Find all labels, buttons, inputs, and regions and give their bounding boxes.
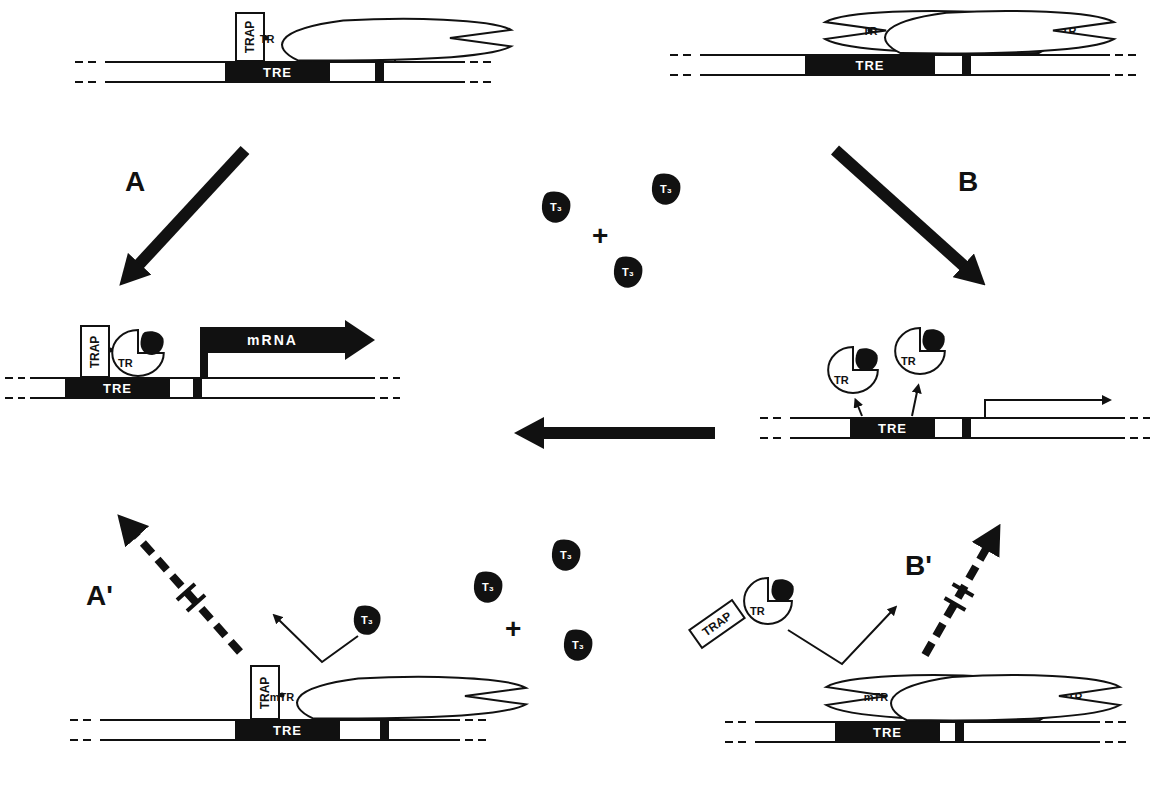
shape-label: TRAP [89,335,101,368]
shape-label: TR [901,356,916,367]
receptor-shape: mTR [876,672,1130,722]
hormone-blob: T₃ [472,570,504,604]
shape-label: TRE [873,726,902,739]
shape-outline [870,8,1124,55]
response-element: TRE [65,378,170,398]
shape-label: TRAP [259,676,271,709]
receptor-shape: TR T₃ [742,576,794,626]
shape-label: TR [118,358,133,369]
receptor-shape: TR T₃ [826,345,880,395]
hormone-blob: T₃ [139,330,165,356]
shape-label: T₃ [560,550,572,561]
shape-path [200,320,375,360]
shape-label: T₃ [861,354,873,365]
shape-path [141,331,164,355]
response-element: TRE [225,62,330,82]
shape-label: TRE [263,66,292,79]
shape-path [895,328,945,374]
dna-strands [5,55,1150,742]
hormone-blob: T₃ [612,255,644,289]
shape-path [652,174,681,205]
shape-label: T₃ [146,338,158,349]
hormone-blob: T₃ [352,604,382,636]
promoter-boxes [193,55,971,742]
shape-path [891,675,1120,720]
shape-path [771,579,793,602]
shape-label: mTR [864,692,888,703]
hormone-blob: T₃ [854,347,879,372]
shape-label: TRAP [244,21,256,54]
shape-label: T₃ [482,582,494,593]
diagram-label: B [958,168,978,196]
hormone-blob: T₃ [550,538,582,572]
shape-label: TR [834,375,849,386]
shape-label: TRE [273,724,302,737]
diagram-label: A [125,168,145,196]
hormone-blob: T₃ [770,578,795,603]
shape-label: TRE [878,422,907,435]
receptor-shape: mTR [282,674,536,720]
receptor-shape: TR [267,16,521,62]
receptor-shape: TR T₃ [893,326,947,376]
shape-label: T₃ [622,267,634,278]
shape-path [564,630,593,661]
shape-path [885,11,1114,54]
binding-dots [108,28,873,698]
trap-box: TRAP [688,599,746,650]
shape-path [297,677,526,719]
shape-outline [267,16,521,62]
shape-path [855,348,877,371]
shape-label: TRE [103,382,132,395]
diagram-label: + [592,222,608,250]
diagram-label: B' [905,552,932,580]
diagram-label: + [505,615,521,643]
shape-path [474,572,503,603]
shape-label: T₃ [660,184,672,195]
shape-label: TR [863,26,878,37]
binding-arrows [279,392,917,664]
shape-label: T₃ [361,615,373,626]
shape-label: TR [260,34,275,45]
response-element: TRE [850,418,935,438]
hormone-blob: T₃ [562,628,594,662]
shape-path [828,347,878,393]
shape-path [542,192,571,223]
response-element: TRE [805,55,935,75]
shape-path [282,19,511,61]
shape-label: TRAP [700,610,734,639]
response-element: TRE [235,720,340,740]
shape-label: mTR [270,692,294,703]
diagram-label: A' [86,582,113,610]
pathway-arrows [137,150,986,655]
receptor-shape: TR [870,8,1124,55]
hormone-blob: T₃ [650,172,682,206]
hormone-blob: T₃ [921,328,946,353]
shape-label: T₃ [550,202,562,213]
shape-path [112,330,164,376]
shape-label: T₃ [777,585,789,596]
shape-outline [876,672,1130,722]
hormone-blob: T₃ [540,190,572,224]
trap-box: TRAP [80,325,110,378]
response-element: TRE [835,722,940,742]
receptor-shape: TR T₃ [110,328,166,378]
shape-path [354,606,381,635]
shape-outline [282,674,536,720]
shape-label: mRNA [247,333,298,347]
shape-path [614,257,643,288]
shape-path [552,540,581,571]
shape-label: T₃ [928,335,940,346]
shape-label: T₃ [572,640,584,651]
mrna-arrow: mRNA [200,320,375,360]
shape-label: TRE [856,59,885,72]
transcription-start [395,28,1103,722]
shape-path [922,329,944,352]
shape-label: TR [750,606,765,617]
